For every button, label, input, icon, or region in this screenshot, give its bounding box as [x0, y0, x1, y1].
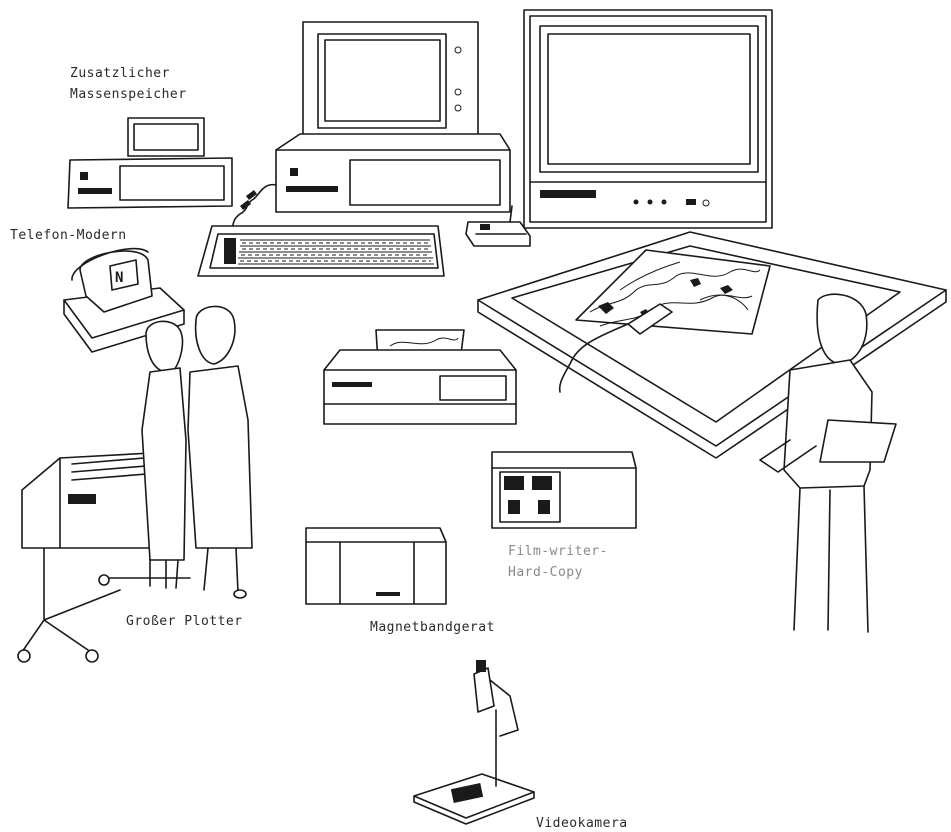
- phone-modem-label: Telefon-Modern: [10, 227, 127, 244]
- extra-storage-label-line1: Zusatzlicher: [70, 65, 170, 82]
- film-writer-label-line2: Hard-Copy: [508, 564, 583, 581]
- tape-drive: [306, 528, 446, 604]
- video-camera-label: Videokamera: [536, 815, 628, 832]
- large-monitor: [524, 10, 772, 228]
- extra-storage-label-line2: Massenspeicher: [70, 86, 187, 103]
- film-writer: [492, 452, 636, 528]
- two-women-figures: [142, 306, 252, 598]
- tape-drive-label: Magnetbandgerat: [370, 619, 495, 636]
- keyboard: [198, 226, 444, 276]
- large-plotter-label: Großer Plotter: [126, 613, 243, 630]
- video-camera-stand: [414, 660, 534, 824]
- film-writer-label-line1: Film-writer-: [508, 543, 608, 560]
- svg-text:N: N: [115, 270, 123, 286]
- printer: [324, 330, 516, 424]
- main-computer: [232, 22, 510, 228]
- extra-storage-unit: [68, 118, 232, 208]
